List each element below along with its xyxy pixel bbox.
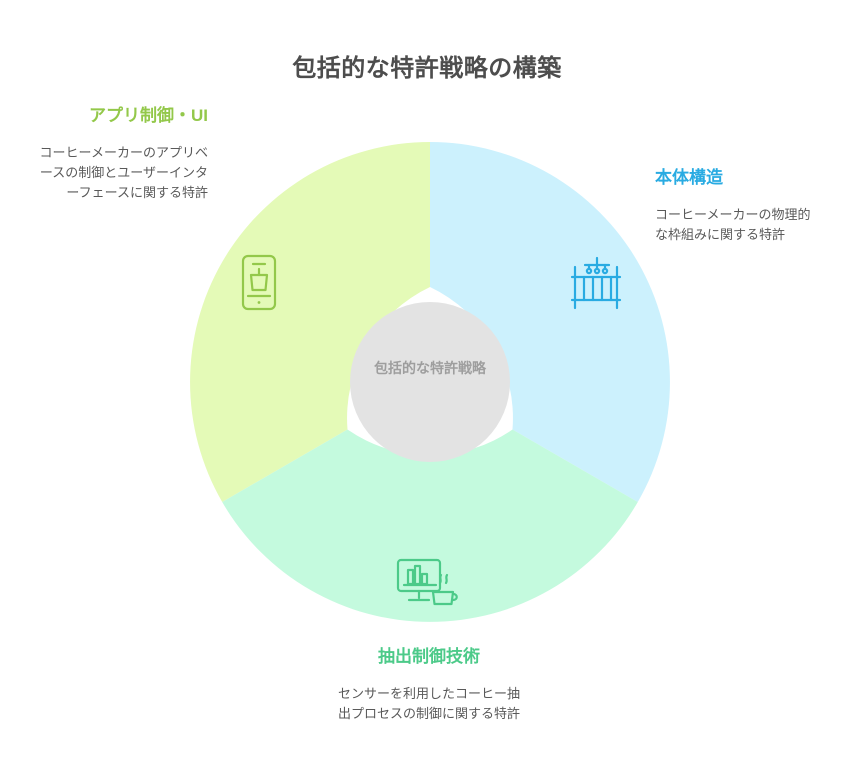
page-title: 包括的な特許戦略の構築 xyxy=(292,55,562,82)
frame-structure-icon xyxy=(570,256,622,310)
callout-extraction-control: 抽出制御技術 センサーを利用したコーヒー抽出プロセスの制御に関する特許 xyxy=(336,645,522,724)
callout-title-body-structure: 本体構造 xyxy=(655,168,723,187)
callout-desc-extraction-control: センサーを利用したコーヒー抽出プロセスの制御に関する特許 xyxy=(337,685,520,721)
callout-title-extraction-control: 抽出制御技術 xyxy=(378,647,480,666)
monitor-chart-coffee-icon xyxy=(396,558,458,606)
smartphone-coffee-icon xyxy=(241,254,277,311)
arrow-body-structure xyxy=(489,284,583,376)
arrow-extraction-control xyxy=(372,455,488,588)
center-circle[interactable] xyxy=(350,302,510,462)
callout-desc-body-structure: コーヒーメーカーの物理的な枠組みに関する特許 xyxy=(655,206,811,242)
callout-app-control-ui: アプリ制御・UI コーヒーメーカーのアプリベースの制御とユーザーインターフェース… xyxy=(38,104,208,203)
arrow-app-control-ui xyxy=(277,284,371,376)
callout-title-app-control-ui: アプリ制御・UI xyxy=(89,106,208,125)
callout-desc-app-control-ui: コーヒーメーカーのアプリベースの制御とユーザーインターフェースに関する特許 xyxy=(39,144,208,200)
callout-body-structure: 本体構造 コーヒーメーカーの物理的な枠組みに関する特許 xyxy=(655,166,823,245)
